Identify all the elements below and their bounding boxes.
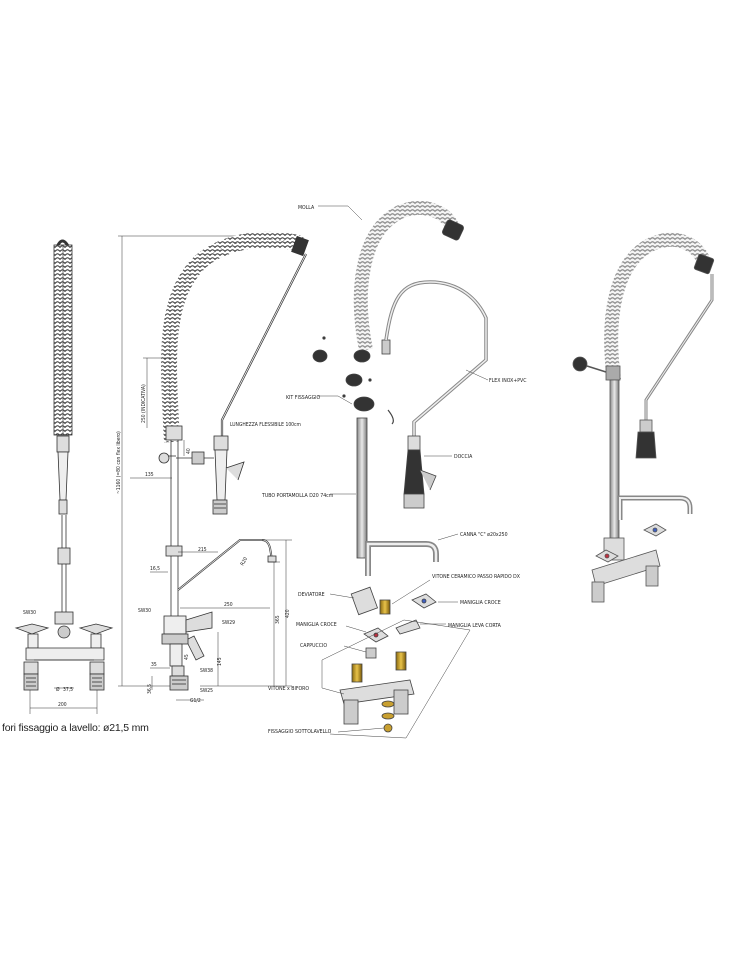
side-view [118, 231, 309, 701]
dim-420: 420 [285, 609, 291, 618]
assembled-view [572, 232, 715, 603]
dim-sw29: SW29 [222, 620, 235, 626]
dim-135: 135 [145, 472, 154, 478]
label-canna: CANNA "C" ø20x250 [460, 532, 508, 538]
label-vitone-biforo: VITONE x BIFORO [268, 686, 309, 692]
dim-215: 215 [198, 547, 207, 553]
dim-spring-length: 250 (INDICATIVA) [141, 384, 147, 423]
dim-sw38: SW38 [200, 668, 213, 674]
label-maniglia-leva: MANIGLIA LEVA CORTA [448, 623, 502, 629]
footer-note: fori fissaggio a lavello: ø21,5 mm [2, 722, 149, 734]
dim-37-5: 37,5 [63, 687, 73, 693]
dim-35: 35 [151, 662, 157, 668]
label-fissaggio: FISSAGGIO SOTTOLAVELLO [268, 729, 332, 735]
dim-365: 365 [275, 615, 281, 624]
label-tubo-portamolla: TUBO PORTAMOLLA D20 74cm [261, 493, 334, 499]
dim-g12: G1/2 [190, 698, 201, 704]
diameter-symbol: Ø [56, 686, 60, 693]
label-molla: MOLLA [298, 205, 315, 211]
dim-total-height: ~1160 (=80 con flex libero) [116, 431, 122, 494]
label-doccia: DOCCIA [454, 454, 473, 460]
label-flex: FLEX INOX+PVC [489, 378, 527, 384]
dim-sw30: SW30 [138, 608, 151, 614]
dim-sw25: SW25 [200, 688, 213, 694]
label-vitone-ceramico: VITONE CERAMICO PASSO RAPIDO DX [432, 574, 521, 580]
dim-sw30-left: SW30 [23, 610, 36, 616]
dim-36-5: 36,5 [147, 684, 153, 694]
label-deviatore: DEVIATORE [298, 592, 325, 598]
front-view [14, 239, 114, 714]
exploded-view [312, 201, 489, 739]
dim-flex-length: LUNGHEZZA FLESSIBILE 100cm [230, 422, 301, 428]
label-maniglia-croce-left: MANIGLIA CROCE [296, 622, 337, 628]
label-kit-fissaggio: KIT FISSAGGIO [286, 395, 321, 401]
dim-145: 145 [217, 657, 223, 666]
dim-200: 200 [58, 702, 67, 708]
dim-40: 40 [186, 448, 192, 454]
dim-16-5: 16,5 [150, 566, 160, 572]
label-maniglia-croce-right: MANIGLIA CROCE [460, 600, 501, 606]
dim-r20: R20 [240, 556, 250, 567]
dim-250: 250 [224, 602, 233, 608]
dim-45: 45 [184, 654, 190, 660]
label-cappuccio: CAPPUCCIO [300, 643, 327, 649]
